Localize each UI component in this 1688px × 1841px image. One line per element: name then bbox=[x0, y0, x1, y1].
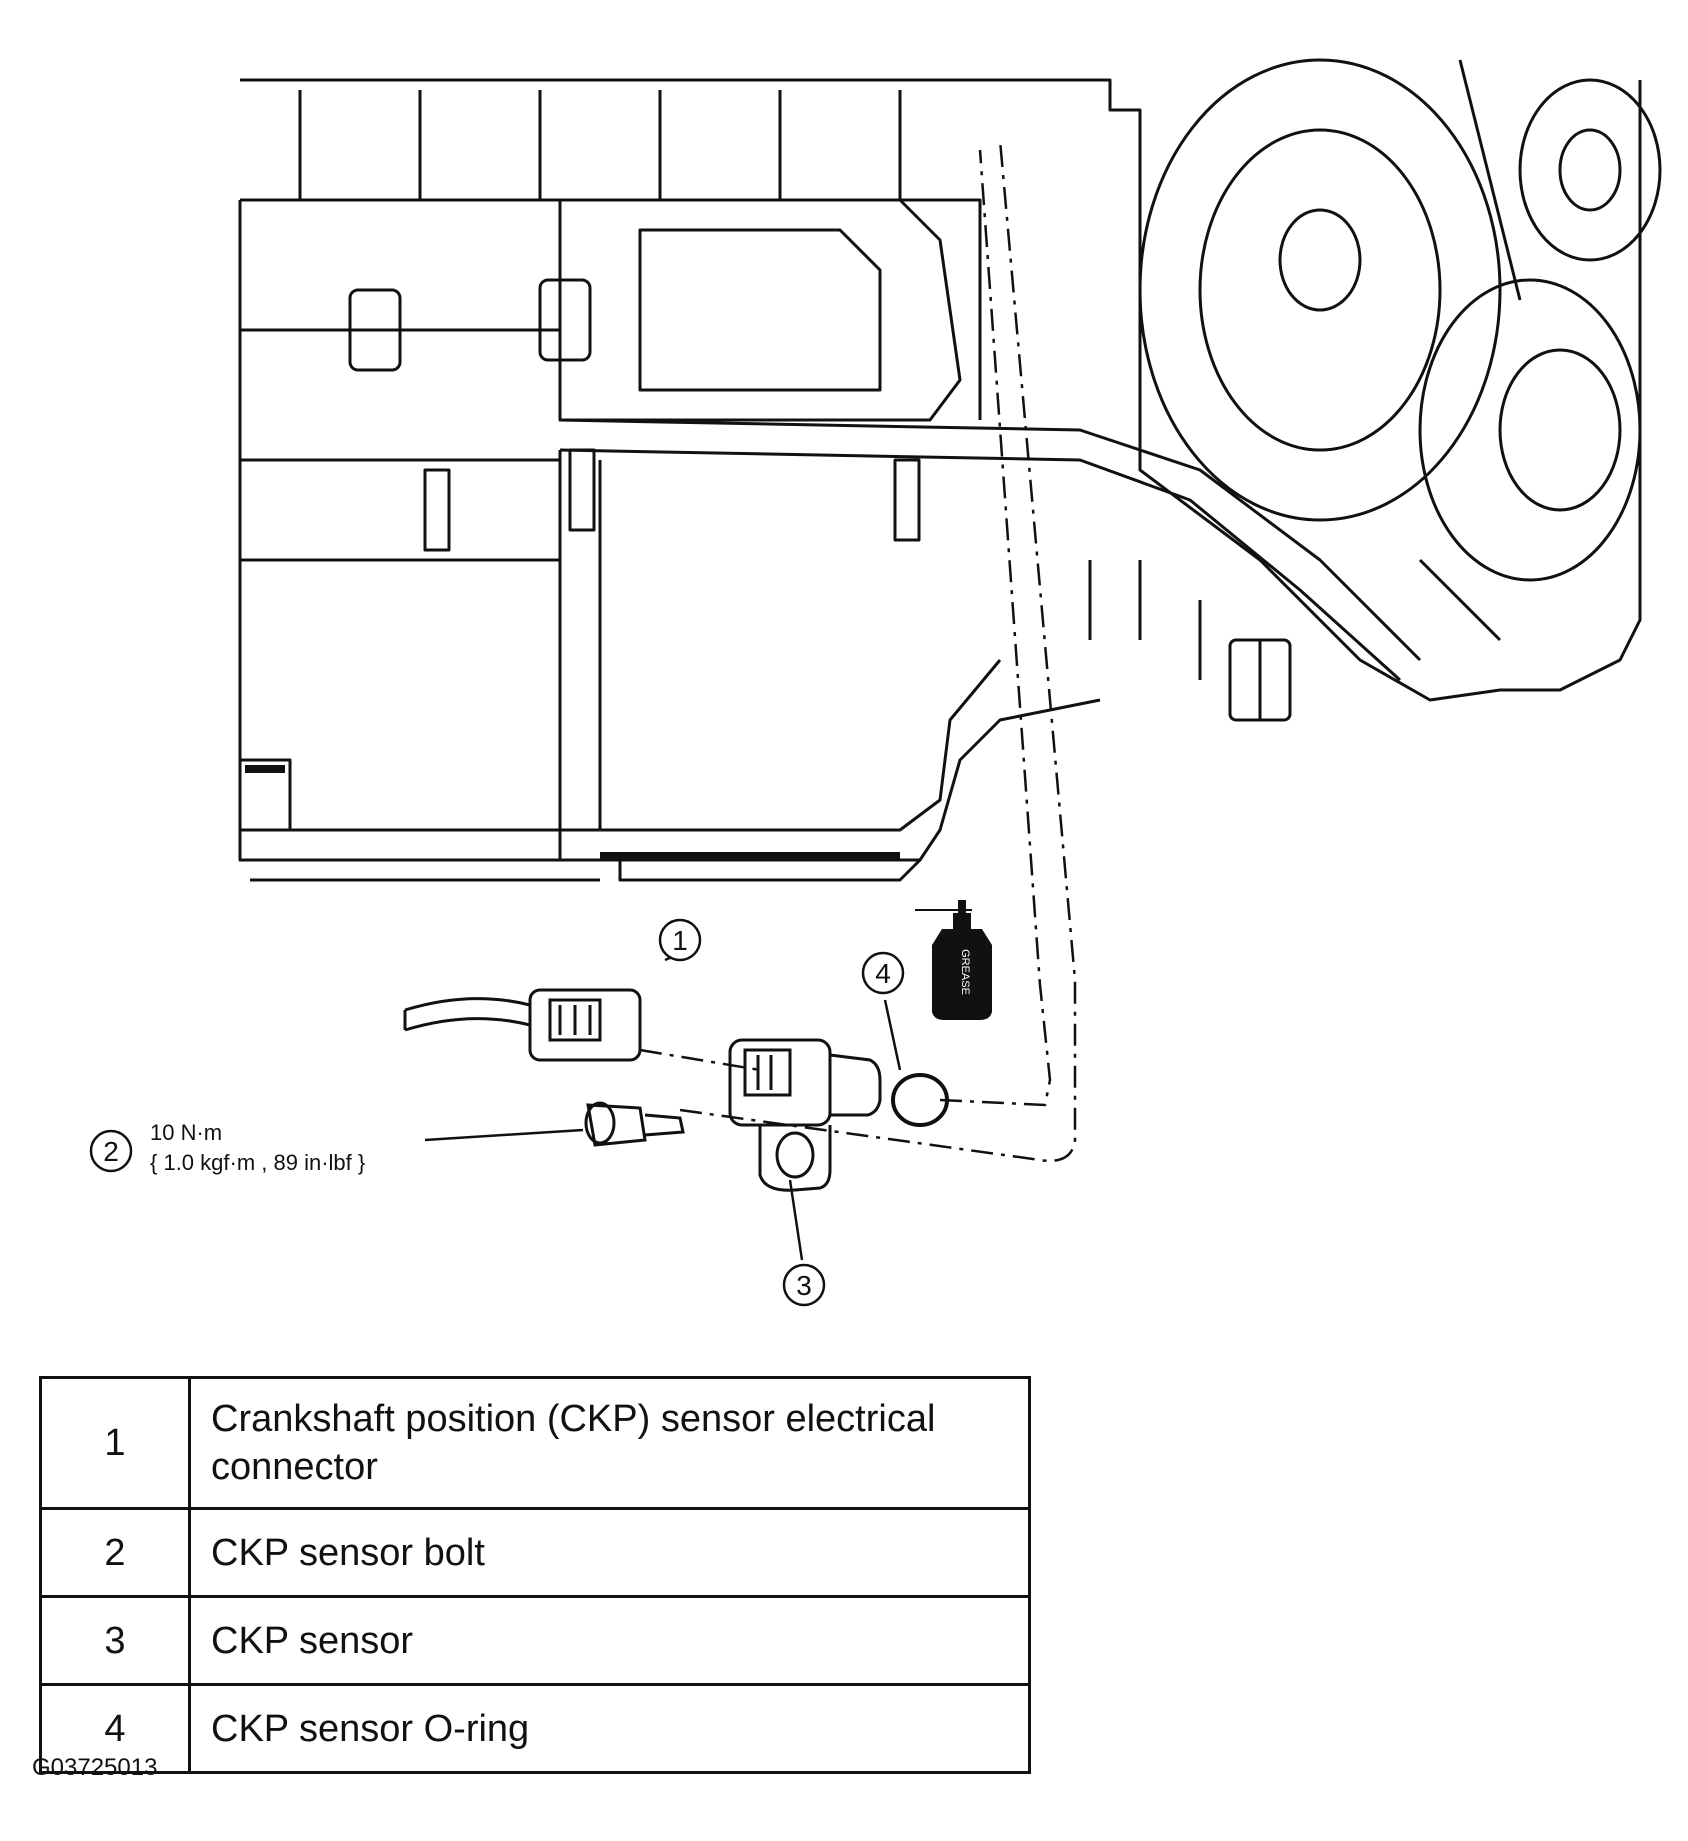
engine-diagram: GREASE 1 2 3 4 10 N·m { 1.0 kgf·m , 89 i… bbox=[89, 58, 1662, 1307]
legend-description: CKP sensor O-ring bbox=[188, 1683, 1031, 1774]
grease-label: GREASE bbox=[959, 949, 971, 995]
legend-description: CKP sensor bolt bbox=[188, 1507, 1031, 1598]
callout-3-number: 3 bbox=[796, 1270, 812, 1301]
legend-description: CKP sensor bbox=[188, 1595, 1031, 1686]
grease-container-icon: GREASE bbox=[915, 900, 992, 1020]
engine-block-shading bbox=[245, 765, 900, 860]
ckp-sensor bbox=[728, 1038, 882, 1192]
ckp-sensor-bolt bbox=[584, 1101, 685, 1147]
torque-value: 10 N·m bbox=[150, 1120, 222, 1145]
figure-id: G03725013 bbox=[32, 1754, 158, 1781]
legend-number: 3 bbox=[39, 1595, 191, 1686]
parts-legend-table: 1 Crankshaft position (CKP) sensor elect… bbox=[39, 1376, 1031, 1774]
torque-alternate-units: { 1.0 kgf·m , 89 in·lbf } bbox=[150, 1150, 365, 1175]
table-row: 1 Crankshaft position (CKP) sensor elect… bbox=[39, 1376, 1031, 1510]
ckp-electrical-connector bbox=[403, 988, 642, 1062]
callout-2: 2 bbox=[89, 1129, 133, 1173]
legend-number: 2 bbox=[39, 1507, 191, 1598]
callout-2-number: 2 bbox=[103, 1136, 119, 1167]
table-row: 4 CKP sensor O-ring bbox=[39, 1683, 1031, 1774]
legend-number: 4 bbox=[39, 1683, 191, 1774]
callout-1-number: 1 bbox=[672, 925, 688, 956]
ckp-sensor-o-ring bbox=[891, 1073, 949, 1127]
legend-number: 1 bbox=[39, 1376, 191, 1510]
table-row: 3 CKP sensor bbox=[39, 1595, 1031, 1686]
engine-block-illustration bbox=[238, 58, 1662, 882]
table-row: 2 CKP sensor bolt bbox=[39, 1507, 1031, 1598]
assembly-lines bbox=[639, 139, 1077, 1163]
legend-description: Crankshaft position (CKP) sensor electri… bbox=[188, 1376, 1031, 1510]
callout-1: 1 bbox=[658, 918, 702, 962]
callout-4: 4 bbox=[861, 951, 905, 995]
callout-3: 3 bbox=[782, 1263, 826, 1307]
callout-leaders bbox=[424, 943, 902, 1261]
callout-4-number: 4 bbox=[875, 958, 891, 989]
